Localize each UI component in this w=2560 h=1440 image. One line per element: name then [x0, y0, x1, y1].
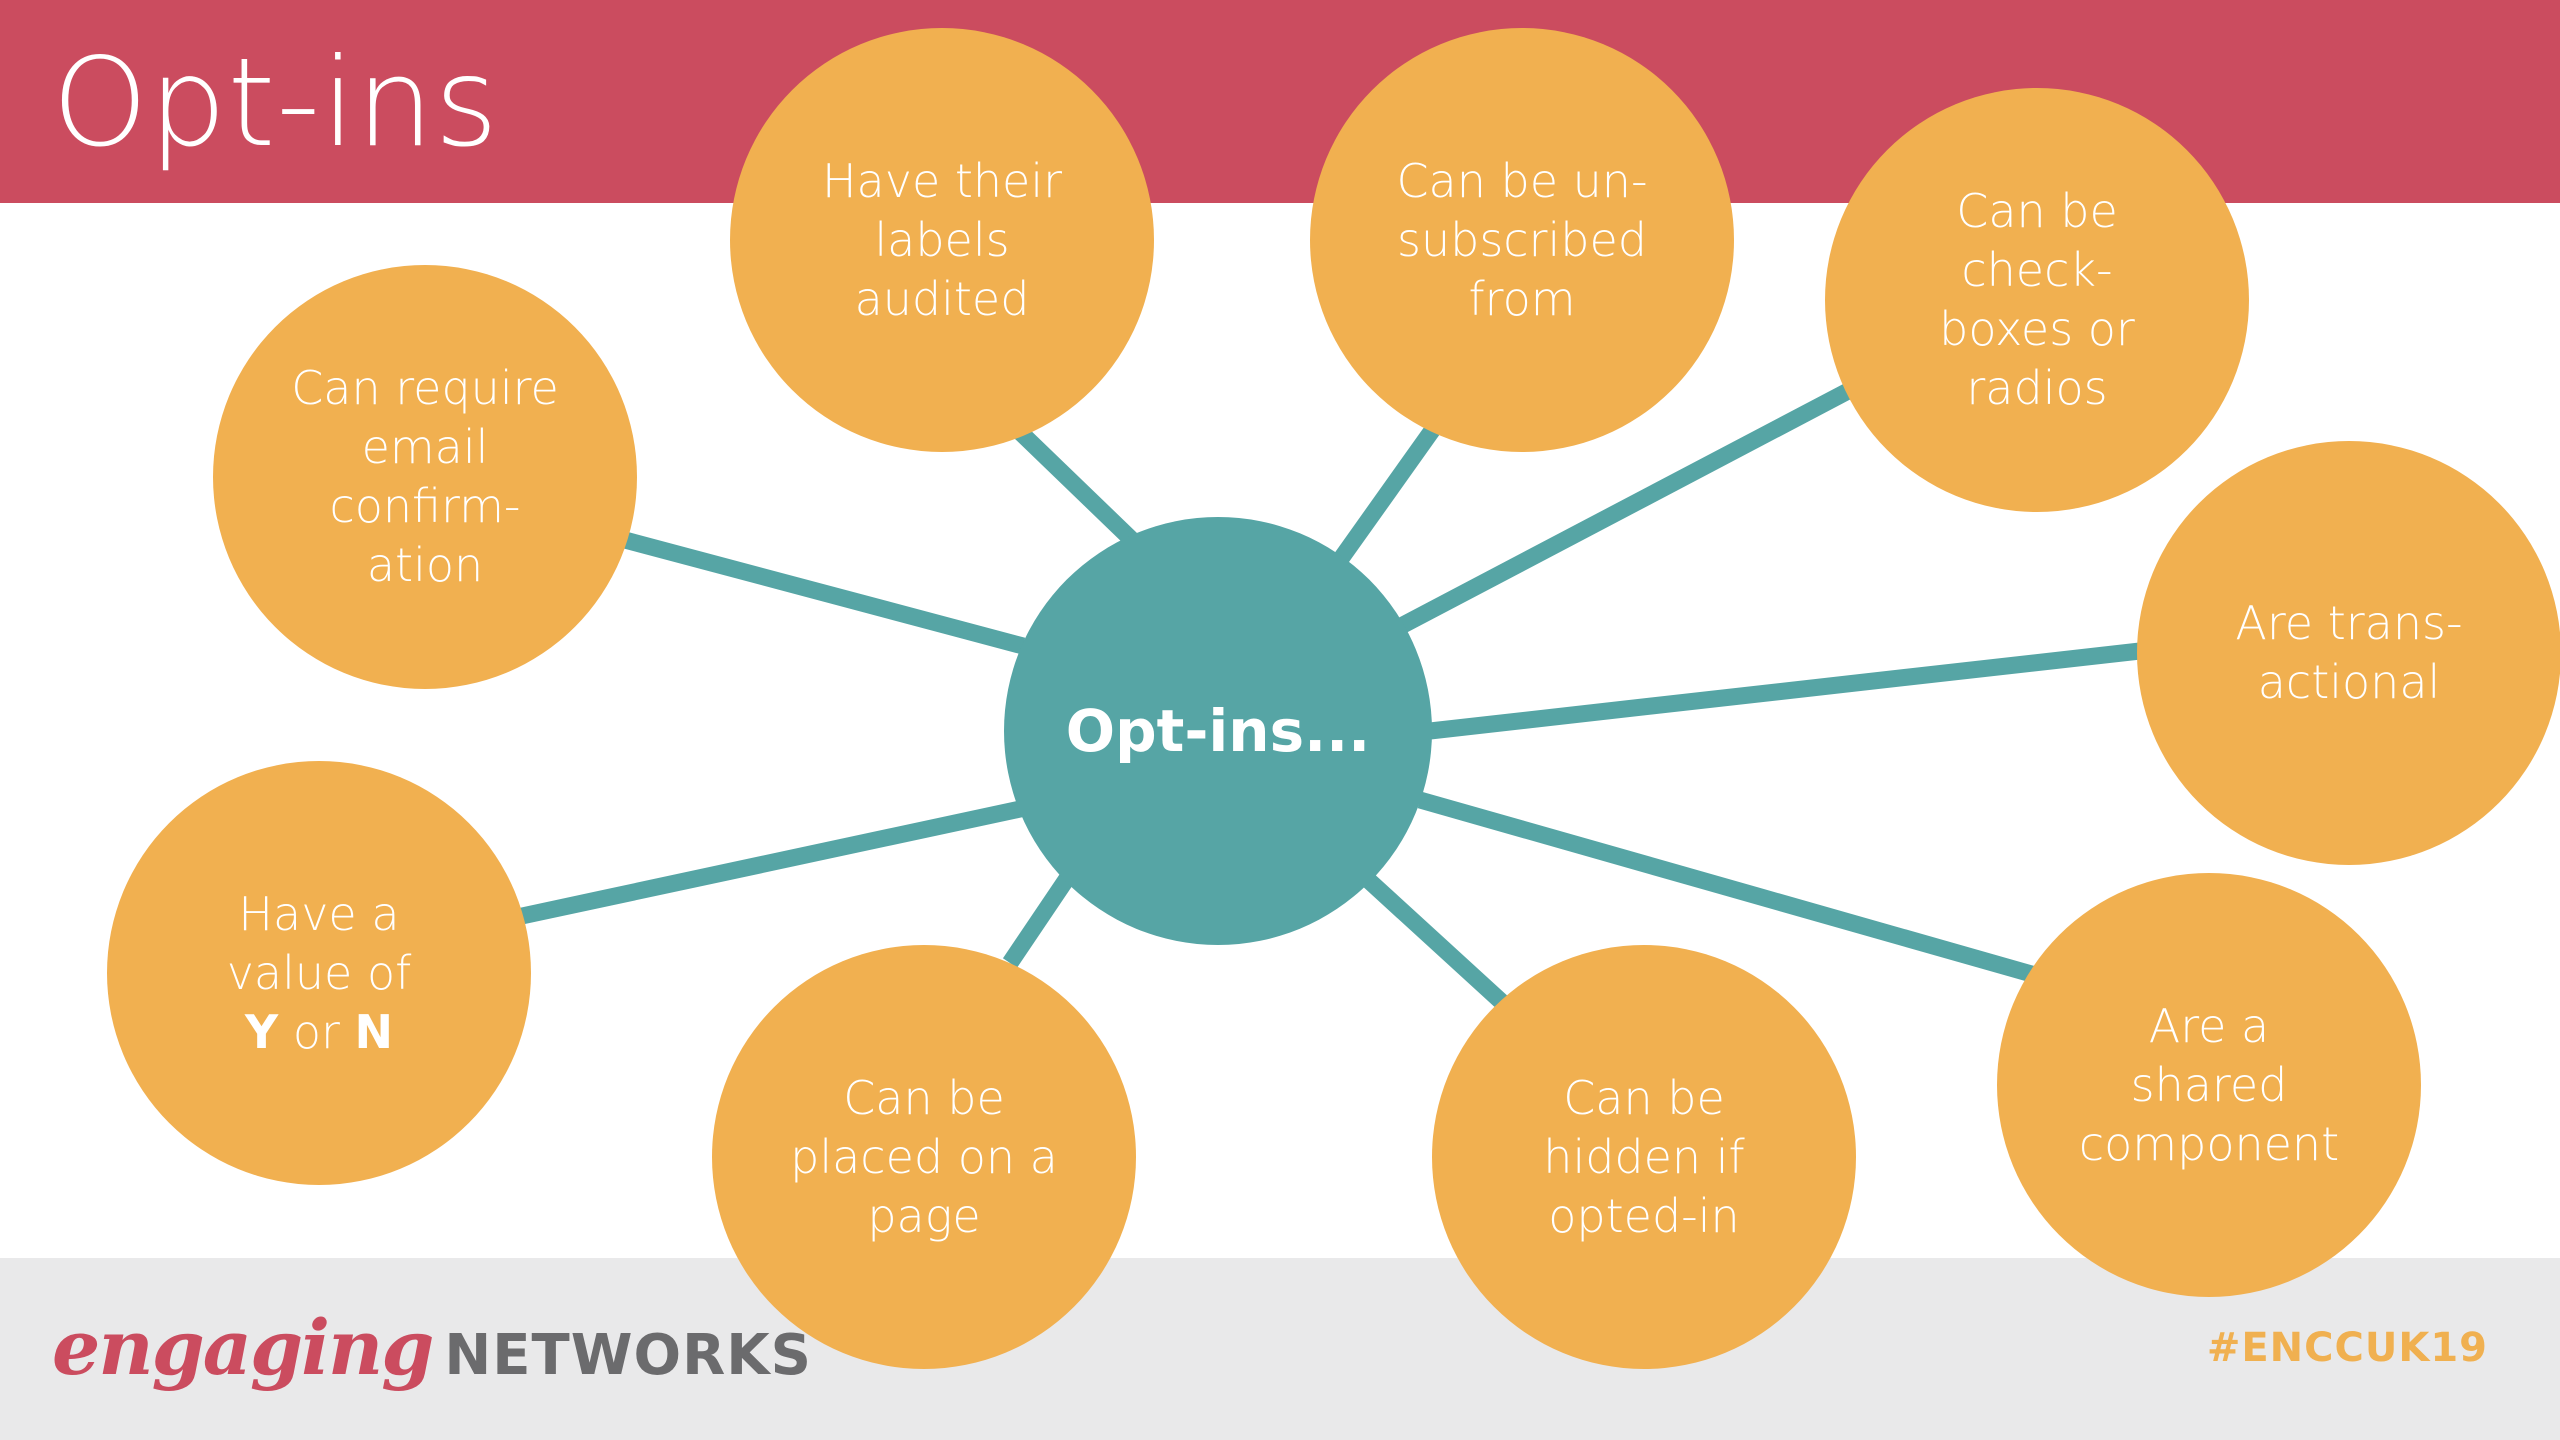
bubble-unsubscribed: Can be un- subscribed from [1310, 28, 1734, 452]
bubble-text: Can be un- subscribed from [1396, 153, 1648, 326]
bubble-transactional: Are trans- actional [2137, 441, 2560, 865]
bubble-text: Can be hidden if opted-in [1543, 1070, 1745, 1243]
event-hashtag: #ENCCUK19 [2206, 1325, 2488, 1371]
bubble-text: Are a shared component [2078, 998, 2340, 1171]
bubble-hidden-if-opted-in: Can be hidden if opted-in [1432, 945, 1856, 1369]
value-y: Y [244, 1004, 279, 1059]
bubble-text: Can be check- boxes or radios [1939, 184, 2135, 415]
bubble-shared-component: Are a shared component [1997, 873, 2421, 1297]
connector-unsubscribed [1333, 420, 1443, 565]
bubble-email-confirmation: Can require email confirm- ation [213, 265, 637, 689]
center-label: Opt-ins... [1065, 697, 1371, 765]
value-n: N [354, 1004, 394, 1059]
connector-placed [1002, 872, 1076, 968]
bubble-text: Have their labels audited [821, 153, 1063, 326]
bubble-line: value of [226, 945, 412, 1000]
connector-value [520, 799, 1027, 925]
logo-script-text: engaging [52, 1303, 434, 1392]
bubble-checkboxes-radios: Can be check- boxes or radios [1825, 88, 2249, 512]
center-hub: Opt-ins... [1004, 517, 1432, 945]
bubble-labels-audited: Have their labels audited [730, 28, 1154, 452]
connector-hidden [1359, 870, 1511, 1012]
bubble-value-y-or-n: Have a value of Y or N [107, 761, 531, 1185]
bubble-placed-on-page: Can be placed on a page [712, 945, 1136, 1369]
logo-bold-text: NETWORKS [444, 1323, 812, 1388]
bubble-text: Can require email confirm- ation [291, 361, 559, 592]
bubble-text: Can be placed on a page [790, 1070, 1058, 1243]
value-or: or [292, 1004, 340, 1059]
bubble-text: Have a value of Y or N [227, 885, 412, 1062]
connector-transactional [1429, 642, 2141, 740]
footer-band [0, 1258, 2560, 1440]
slide-title: Opt-ins [52, 32, 500, 174]
bubble-line: Have a [238, 886, 400, 941]
connector-shared [1417, 791, 2038, 984]
connector-email [622, 531, 1026, 655]
connector-checkboxes [1399, 382, 1854, 633]
connector-audited [1012, 423, 1138, 547]
bubble-text: Are trans- actional [2235, 596, 2463, 709]
